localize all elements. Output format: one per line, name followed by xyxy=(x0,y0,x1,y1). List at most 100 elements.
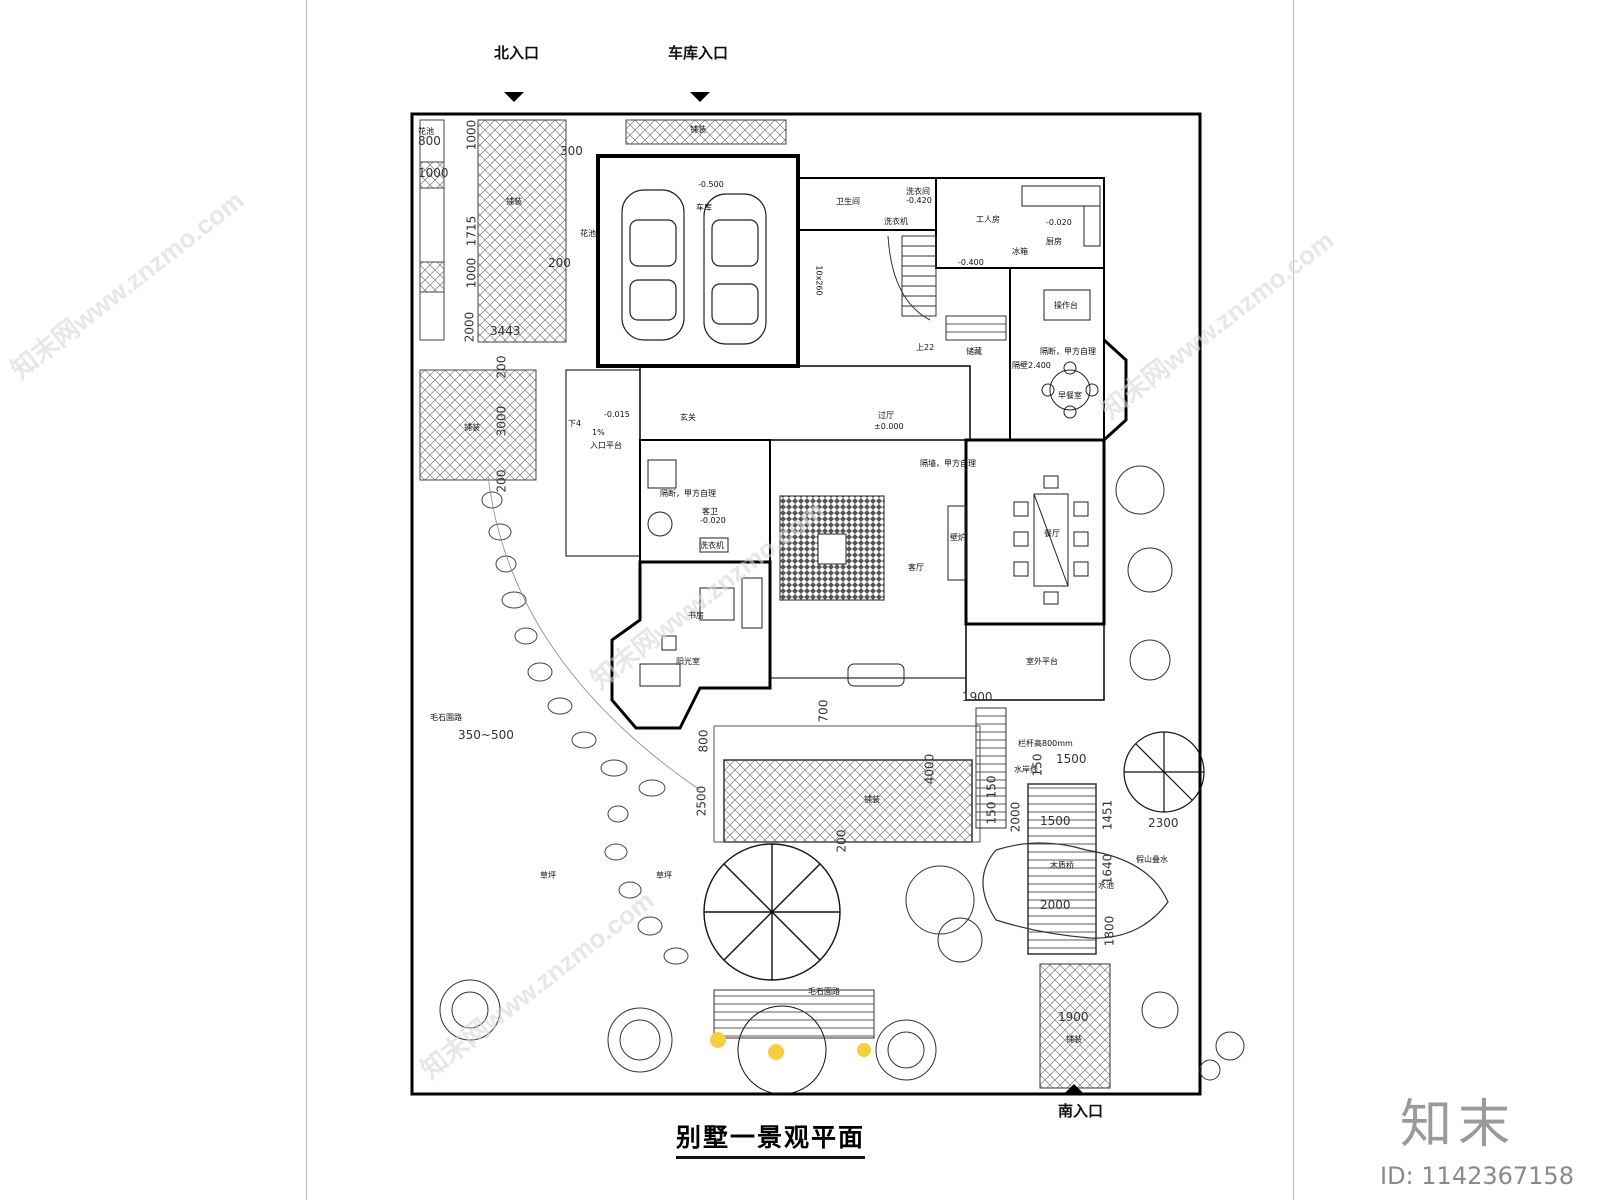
dim-1800: 1800 xyxy=(1102,915,1117,947)
room-foyer: 玄关 xyxy=(680,413,696,422)
north-entrance-label: 北入口 xyxy=(494,44,540,62)
pond xyxy=(982,842,1169,939)
dim-150b: 150 xyxy=(984,775,999,799)
storage-label: 储藏 xyxy=(966,347,982,356)
laundry-level: -0.420 xyxy=(906,196,932,205)
stair-level: -0.400 xyxy=(958,258,984,267)
dim-1000: 1000 xyxy=(418,166,449,180)
dim-1640: 1640 xyxy=(1100,853,1115,885)
dim-1000b: 1000 xyxy=(464,119,479,151)
slope-label: 1% xyxy=(592,428,605,437)
partition-note-a: 隔断，甲方自理 xyxy=(1040,347,1096,356)
garage-level: -0.500 xyxy=(698,180,724,189)
washer-label: 洗衣机 xyxy=(884,217,908,226)
partition-note-b: 隔墙，甲方自理 xyxy=(920,459,976,468)
paving-label-3: 铺装 xyxy=(464,423,480,432)
svg-text:知末网www.znzmo.com: 知末网www.znzmo.com xyxy=(415,885,659,1085)
wood-bridge-label: 木质桥 xyxy=(1050,861,1074,870)
lamp-marker-b xyxy=(768,1044,784,1060)
watermark: 知末网www.znzmo.com 知末网www.znzmo.com 知末网www… xyxy=(5,185,1339,1085)
room-laundry: 洗衣间 xyxy=(906,187,930,196)
dim-1000c: 1000 xyxy=(464,257,479,289)
staircase xyxy=(887,235,1007,341)
dim-1715: 1715 xyxy=(464,215,479,247)
dim-150: 150 xyxy=(1030,753,1045,777)
partition-note-c: 隔断，甲方自理 xyxy=(660,489,716,498)
north-entrance-arrow xyxy=(504,92,524,102)
room-kitchen: 厨房 xyxy=(1046,237,1062,246)
wood-deck xyxy=(975,707,1007,829)
paving-label-1: 铺装 xyxy=(506,197,522,206)
down-4-label: 下4 xyxy=(568,419,582,428)
dim-1900: 1900 xyxy=(962,690,993,704)
worktop-label: 操作台 xyxy=(1054,301,1078,310)
brand-logo: 知末 xyxy=(1400,1095,1517,1155)
dim-700: 700 xyxy=(816,699,831,723)
dim-200c: 200 xyxy=(494,469,509,493)
south-entrance-arrow xyxy=(1064,1084,1084,1094)
hall-level: ±0.000 xyxy=(874,422,904,431)
room-garage: 车库 xyxy=(696,203,712,212)
room-hall: 过厅 xyxy=(878,411,894,420)
fridge-label: 冰箱 xyxy=(1012,247,1028,256)
dim-1500b: 1500 xyxy=(1040,814,1071,828)
site-boundary xyxy=(410,112,1202,1096)
planter-label: 花池 xyxy=(418,127,434,136)
north-paving-area xyxy=(477,119,567,343)
drawing-title: 别墅一景观平面 xyxy=(676,1118,866,1159)
planter-strip xyxy=(419,119,445,341)
stair-up-label: 上22 xyxy=(916,343,935,352)
dim-200b: 200 xyxy=(494,355,509,379)
room-toilet: 卫生间 xyxy=(836,197,860,206)
dim-1451: 1451 xyxy=(1100,799,1115,831)
south-entrance-label: 南入口 xyxy=(1058,1102,1104,1120)
dim-2000: 2000 xyxy=(462,311,477,343)
room-living: 客厅 xyxy=(908,563,924,572)
pool-label: 水池 xyxy=(1098,881,1114,890)
room-study: 书房 xyxy=(688,611,704,620)
kitchen-level: -0.020 xyxy=(1046,218,1072,227)
ceiling-note: 隔壁2.400 xyxy=(1012,361,1051,370)
dim-2500: 2500 xyxy=(694,785,709,817)
paving-label-4: 铺装 xyxy=(864,795,880,804)
washer2-label: 洗衣机 xyxy=(700,541,724,550)
svg-text:知末网www.znzmo.com: 知末网www.znzmo.com xyxy=(5,185,249,385)
outdoor-platform: 室外平台 xyxy=(1026,657,1058,666)
paving-label-2: 铺装 xyxy=(690,125,706,134)
entry-platform: 入口平台 xyxy=(590,441,622,450)
left-paving-area xyxy=(419,369,537,481)
study-furniture xyxy=(639,577,763,687)
dining-table xyxy=(1013,475,1089,605)
room-servant: 工人房 xyxy=(976,215,1000,224)
fireplace-block xyxy=(947,505,967,581)
fireplace-label: 壁炉 xyxy=(950,533,966,542)
dim-300: 300 xyxy=(560,144,583,158)
kitchen-fixtures xyxy=(1021,185,1101,419)
south-steps xyxy=(713,989,875,1039)
dim-350-500: 350~500 xyxy=(458,728,514,742)
garage-front-paving xyxy=(625,119,787,145)
garage-cars xyxy=(621,189,767,345)
paving-label-5: 铺装 xyxy=(1066,1035,1082,1044)
dim-1900b: 1900 xyxy=(1058,1010,1089,1024)
dim-2300: 2300 xyxy=(1148,816,1179,830)
stone-path-label: 毛石園路 xyxy=(430,713,462,722)
stone-path-label-2: 毛石園路 xyxy=(808,987,840,996)
entry-level: -0.015 xyxy=(604,410,630,419)
dim-200d: 200 xyxy=(834,829,849,853)
tree-canopies xyxy=(439,465,1245,1081)
guest-wc-fixtures xyxy=(647,459,729,553)
room-dining: 餐厅 xyxy=(1044,529,1060,538)
railing-note: 栏杆高800mm xyxy=(1018,739,1073,748)
guest-wc-level: -0.020 xyxy=(700,516,726,525)
room-guest-wc: 客卫 xyxy=(702,507,718,516)
dim-800b: 800 xyxy=(696,729,711,753)
garage-entrance-arrow xyxy=(690,92,710,102)
pool-edge-label: 水岸线 xyxy=(1014,765,1038,774)
dim-150c: 150 xyxy=(984,801,999,825)
drawing-id: ID: 1142367158 xyxy=(1380,1162,1574,1190)
dim-2000b: 2000 xyxy=(1040,898,1071,912)
dim-200: 200 xyxy=(548,256,571,270)
planter2-label: 花池 xyxy=(580,229,596,238)
